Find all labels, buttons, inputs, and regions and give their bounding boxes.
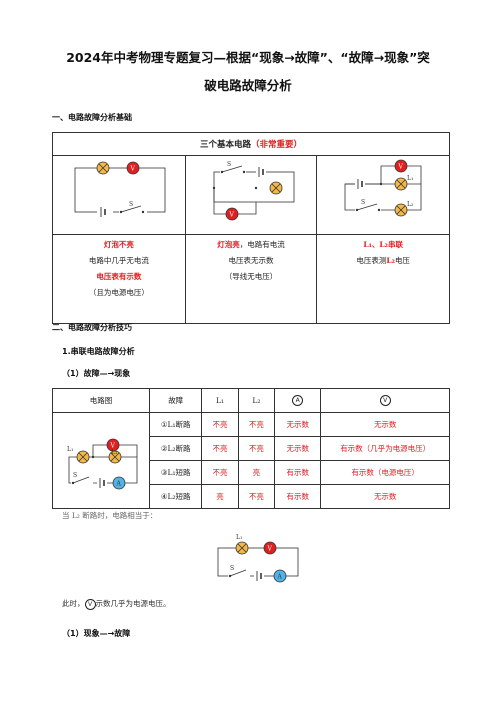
circuit-1-description: 灯泡不亮 电路中几乎无电流 电压表有示数 （且为电源电压） bbox=[52, 234, 186, 324]
doc-title-line1: 2024年中考物理专题复习—根据“现象→故障”、“故障→现象”突 bbox=[66, 50, 430, 65]
fault-4: ④L₂短路 bbox=[149, 484, 203, 509]
fault-3: ③L₁短路 bbox=[149, 460, 203, 485]
th-diagram: 电路图 bbox=[51, 388, 151, 413]
circuit-2-svg: S V bbox=[212, 161, 295, 221]
svg-text:L₁: L₁ bbox=[67, 446, 73, 453]
switch-icon bbox=[72, 476, 90, 484]
ammeter-icon bbox=[112, 476, 126, 490]
circuit-3-description: L₁、L₂串联 电压表测L₂电压 bbox=[316, 234, 450, 324]
th-voltmeter: V bbox=[320, 388, 450, 413]
th-fault: 故障 bbox=[149, 388, 203, 413]
equivalent-circuit-svg: L₁ V S A bbox=[217, 534, 299, 583]
svg-text:V: V bbox=[130, 166, 136, 173]
circuit-2-description: 灯泡亮，电路有电流 电压表无示数 （导线无电压） bbox=[184, 234, 318, 324]
subheading-phenomenon-to-fault: （1）现象—→故障 bbox=[62, 629, 131, 638]
svg-text:V: V bbox=[267, 546, 273, 553]
th-l1: L₁ bbox=[201, 388, 239, 413]
svg-text:A: A bbox=[277, 574, 283, 581]
svg-text:S: S bbox=[129, 201, 133, 208]
switch-icon bbox=[120, 205, 142, 213]
circuit-diagram-1: V S bbox=[52, 155, 186, 235]
section-heading-2: 二、电路故障分析技巧 bbox=[52, 323, 132, 332]
switch-icon bbox=[357, 203, 378, 211]
voltmeter-icon bbox=[225, 207, 239, 221]
fault-circuit-diagram: V L₁ L₂ S A bbox=[51, 412, 151, 509]
svg-text:L₂: L₂ bbox=[407, 201, 414, 208]
fault-1: ①L₁断路 bbox=[149, 412, 203, 437]
svg-text:S: S bbox=[230, 565, 234, 572]
fault-circuit-svg: V L₁ L₂ S A bbox=[67, 438, 138, 490]
svg-text:S: S bbox=[227, 161, 231, 168]
svg-text:A: A bbox=[116, 481, 122, 488]
note-l2-open: 当 L₂ 断路时，电路相当于： bbox=[62, 511, 158, 520]
subheading-series: 1.串联电路故障分析 bbox=[62, 347, 135, 356]
svg-text:V: V bbox=[398, 164, 404, 171]
svg-text:V: V bbox=[228, 212, 234, 219]
fault-2: ②L₂断路 bbox=[149, 436, 203, 461]
switch-icon bbox=[221, 165, 242, 173]
circuit-diagram-2: S V bbox=[184, 155, 318, 235]
basic-circuits-table: 三个基本电路（非常重要） V bbox=[52, 132, 450, 324]
svg-text:L₁: L₁ bbox=[236, 534, 242, 541]
header-red-text: （非常重要） bbox=[251, 140, 303, 150]
basic-circuits-header: 三个基本电路（非常重要） bbox=[52, 132, 450, 156]
subheading-fault-to-phenomenon: （1）故障—→现象 bbox=[62, 369, 131, 378]
voltmeter-icon: V bbox=[379, 395, 391, 406]
svg-text:S: S bbox=[73, 472, 77, 479]
voltmeter-icon: V bbox=[84, 598, 96, 610]
svg-text:L₁: L₁ bbox=[407, 175, 413, 182]
circuit-1-svg: V S bbox=[74, 161, 166, 218]
th-ammeter: A bbox=[274, 388, 322, 413]
doc-title-line2: 破电路故障分析 bbox=[204, 78, 292, 93]
fault-table: 电路图 故障 L₁ L₂ A V V L₁ bbox=[51, 388, 450, 509]
voltmeter-icon bbox=[263, 541, 277, 555]
voltmeter-icon bbox=[126, 161, 140, 175]
circuit-diagram-3: V L₁ S L₂ bbox=[316, 155, 450, 235]
th-l2: L₂ bbox=[237, 388, 276, 413]
ammeter-icon: A bbox=[292, 395, 304, 406]
svg-text:L₂: L₂ bbox=[111, 449, 118, 456]
header-text: 三个基本电路 bbox=[199, 140, 251, 150]
svg-text:V: V bbox=[110, 443, 116, 450]
switch-icon bbox=[229, 569, 247, 577]
voltmeter-icon bbox=[394, 159, 408, 173]
circuit-3-svg: V L₁ S L₂ bbox=[344, 159, 422, 217]
svg-text:S: S bbox=[361, 199, 365, 206]
section-heading-1: 一、电路故障分析基础 bbox=[52, 113, 132, 122]
ammeter-icon bbox=[273, 569, 287, 583]
